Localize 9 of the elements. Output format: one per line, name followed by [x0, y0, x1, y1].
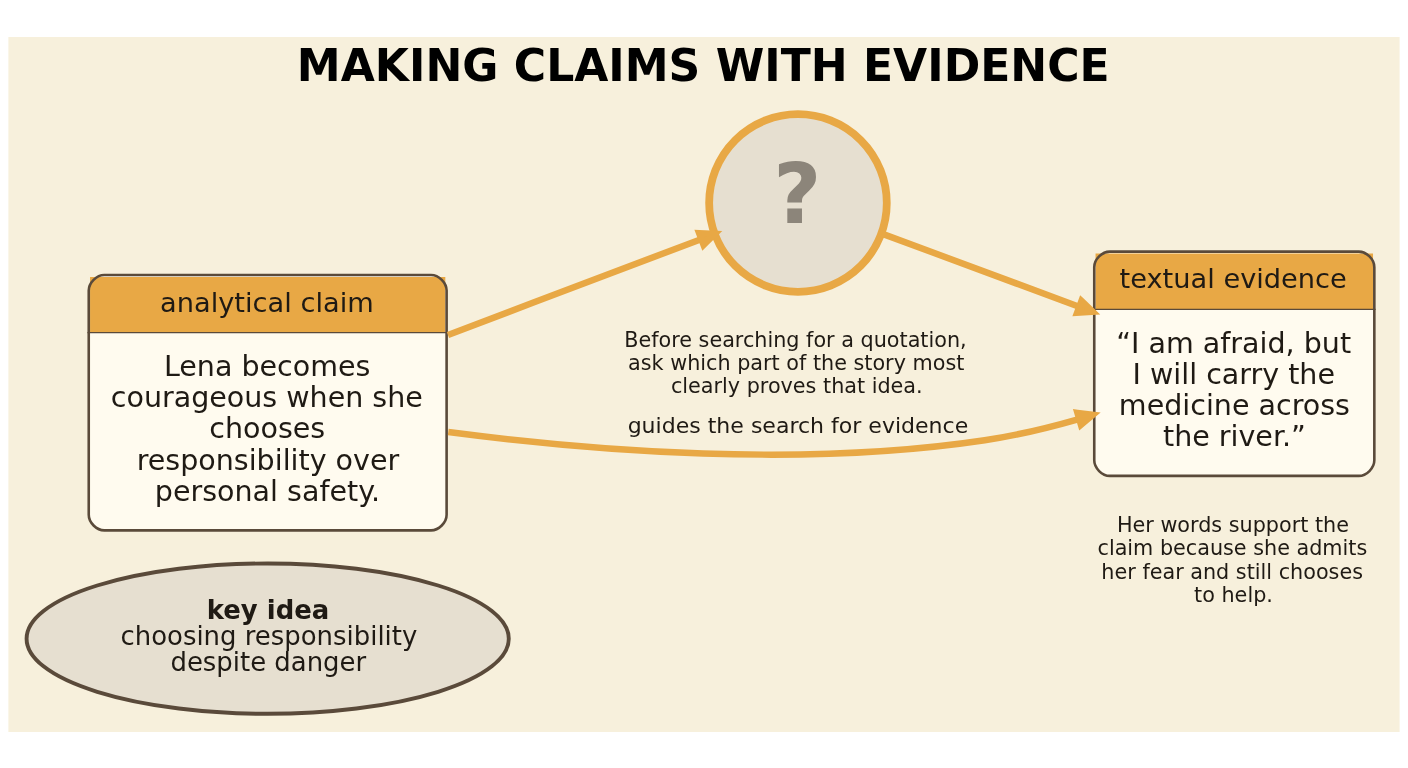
- edge-label: guides the search for evidence: [627, 412, 969, 438]
- node-ellipse: key idea choosing responsibility despite danger: [24, 561, 511, 716]
- node-label: Her words support the claim because she admits her fear and still chooses to help.: [1097, 512, 1368, 607]
- diagram-title: MAKING CLAIMS WITH EVIDENCE: [296, 39, 1110, 91]
- arrow: [446, 229, 723, 338]
- node-label: Before searching for a quotation, ask which part of the story most clearly proves that idea.: [624, 327, 967, 398]
- node-circle: ?: [705, 109, 891, 296]
- arrow: [447, 408, 1101, 458]
- arrow: [880, 230, 1101, 316]
